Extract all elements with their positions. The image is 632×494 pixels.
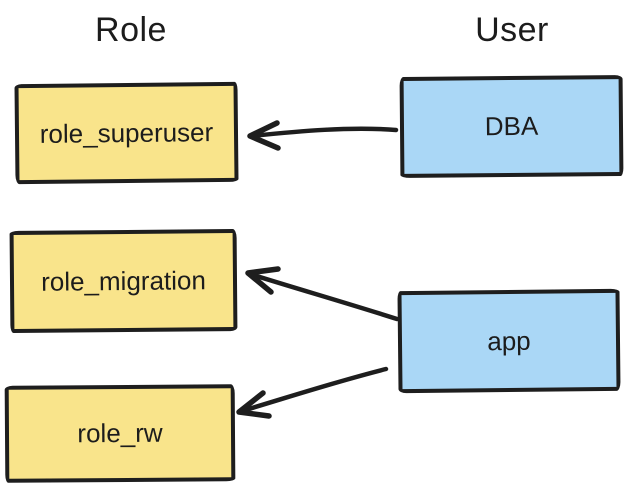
node-role-migration: role_migration [9, 229, 238, 333]
node-dba: DBA [399, 75, 624, 178]
arrow-app-to-role-rw [236, 366, 389, 419]
node-role-superuser: role_superuser [14, 81, 239, 185]
node-dba-label: DBA [484, 110, 539, 142]
arrow-dba-to-role-superuser [247, 120, 399, 151]
node-role-rw: role_rw [4, 384, 236, 483]
node-app-label: app [487, 325, 531, 356]
node-app: app [397, 288, 621, 394]
node-role-superuser-label: role_superuser [39, 116, 214, 149]
arrow-app-to-role-migration [245, 266, 400, 322]
node-role-migration-label: role_migration [40, 264, 206, 297]
column-heading-role: Role [95, 11, 167, 49]
node-role-rw-label: role_rw [77, 417, 163, 449]
column-heading-user: User [475, 11, 549, 49]
